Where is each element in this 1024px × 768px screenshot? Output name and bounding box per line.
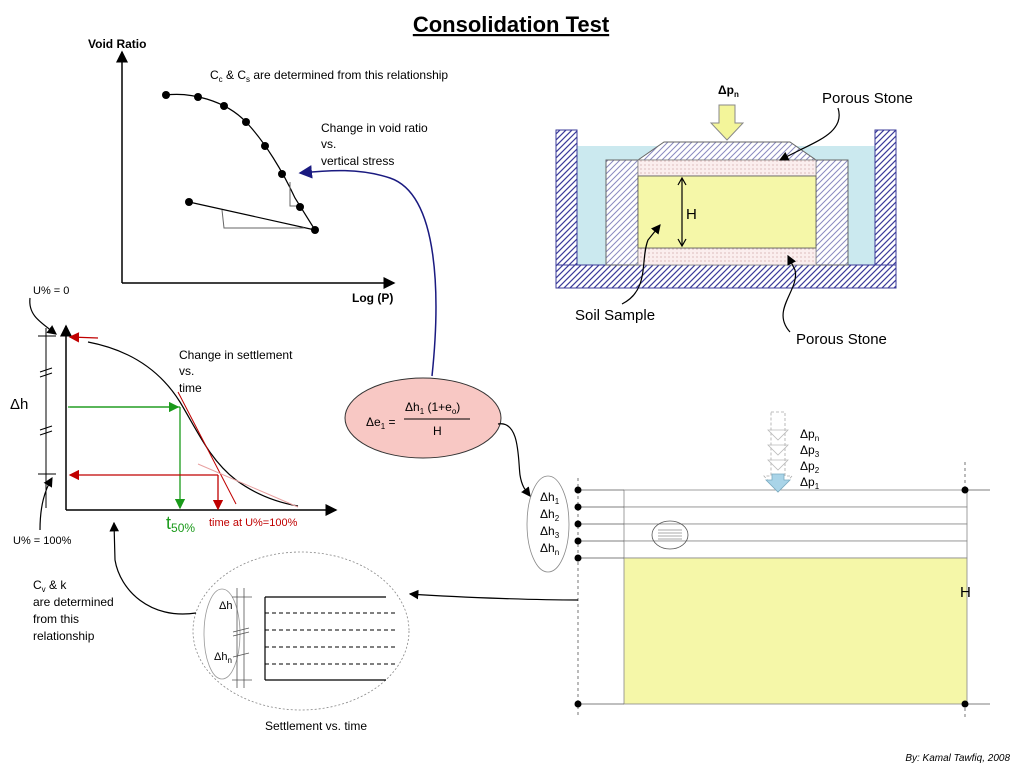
layers-to-inset-arrow — [408, 589, 579, 601]
layer-label: Δhn — [540, 541, 559, 557]
virgin-compression-curve — [165, 93, 316, 231]
u0-label: U% = 0 — [33, 285, 69, 297]
layer-3 — [623, 523, 968, 542]
consolidation-curve — [87, 341, 299, 507]
u100-label: U% = 100% — [13, 535, 72, 547]
load-increment-label: Δp2 — [800, 459, 820, 475]
settlement-inset-caption: Settlement vs. time — [265, 719, 367, 733]
equation-lhs: Δe1 = — [366, 415, 396, 431]
equation-numerator: Δh1 (1+eo) — [405, 400, 460, 416]
porous-stone-bottom — [637, 247, 817, 266]
equation-to-layers-arrow — [497, 423, 531, 497]
layer-zoom-ellipse — [651, 520, 689, 550]
container-base — [555, 264, 897, 289]
porous-stone-bottom-label: Porous Stone — [796, 331, 887, 348]
u0-pointer — [29, 297, 57, 335]
settlement-change-label: Change in settlement vs. time — [179, 348, 296, 395]
layer-label: Δh2 — [540, 507, 560, 523]
equation-bubble — [344, 377, 502, 459]
load-increment-label: Δp3 — [800, 443, 820, 459]
equation-to-void-plot-arrow — [298, 165, 437, 377]
test-point — [185, 198, 193, 206]
void-ratio-axis-label: Void Ratio — [88, 37, 146, 51]
load-increment-label: Δpn — [800, 427, 819, 443]
porous-stone-top-pointer — [778, 107, 840, 161]
void-ratio-change-label: Change in void ratio vs. vertical stress — [321, 121, 431, 168]
load-arrow-icon — [709, 104, 745, 141]
log-p-axis-label: Log (P) — [352, 291, 393, 305]
u100-pointer — [39, 476, 53, 531]
equation-denominator: H — [433, 424, 442, 438]
u0-arrow — [68, 332, 99, 343]
porous-stone-top — [637, 159, 817, 177]
void-ratio-equation: Δe1 = Δh1 (1+eo) H — [344, 377, 502, 459]
ring-left — [605, 159, 639, 266]
test-point — [194, 93, 202, 101]
test-point — [311, 226, 319, 234]
layer-label: Δh3 — [540, 524, 560, 540]
settlement-time-plot: Δh U% = 0 U% = 100% Change in settlement… — [10, 285, 338, 547]
test-point — [242, 118, 250, 126]
test-point — [278, 170, 286, 178]
load-p1-arrow-icon — [765, 473, 791, 493]
sample-height-label: H — [686, 206, 697, 223]
container-left-wall — [555, 129, 578, 266]
remaining-soil — [623, 557, 968, 705]
oedometer-apparatus: H Δpn Porous Stone Soil Sample Porous St… — [555, 83, 913, 348]
unloading-line — [188, 201, 316, 231]
load-increment-label: Δp1 — [800, 475, 820, 491]
soil-sample-pointer — [621, 224, 661, 305]
load-cap — [636, 141, 818, 161]
layer-n — [623, 540, 968, 559]
test-point — [162, 91, 170, 99]
cc-cs-note: Cc & Cs are determined from this relatio… — [210, 68, 448, 84]
t50-label: t50% — [166, 513, 195, 535]
page-title: Consolidation Test — [413, 12, 610, 37]
void-ratio-plot: Void Ratio Log (P) Cc & Cs are determine… — [88, 37, 448, 305]
layer-label: Δh1 — [540, 490, 560, 506]
settlement-inset: Δh Δhn Settlement vs. time — [192, 551, 410, 733]
test-point — [261, 142, 269, 150]
cs-slope-triangle — [221, 209, 304, 229]
delta-h-label: Δh — [10, 396, 28, 413]
ring-right — [815, 159, 849, 266]
test-point — [296, 203, 304, 211]
inset-dhn-label: Δhn — [214, 651, 232, 665]
soil-sample — [637, 175, 817, 249]
container-right-wall — [874, 129, 897, 266]
settlement-inset-ellipse — [192, 551, 410, 711]
time-u100-label: time at U%=100% — [209, 517, 298, 529]
soil-sample-label: Soil Sample — [575, 307, 655, 324]
layer-labels-ellipse — [526, 475, 570, 573]
author-credit: By: Kamal Tawfiq, 2008 — [905, 753, 1010, 764]
load-label: Δpn — [718, 83, 739, 99]
cc-slope-triangle — [289, 182, 304, 207]
layer-1 — [623, 489, 968, 508]
porous-stone-top-label: Porous Stone — [822, 90, 913, 107]
porous-stone-bottom-pointer — [782, 254, 797, 333]
cv-k-note: Cv & k are determined from this relation… — [33, 578, 117, 643]
inset-dh-label: Δh — [219, 600, 232, 612]
test-point — [220, 102, 228, 110]
inset-to-settlement-plot-arrow — [109, 521, 197, 615]
total-height-label: H — [960, 584, 971, 601]
